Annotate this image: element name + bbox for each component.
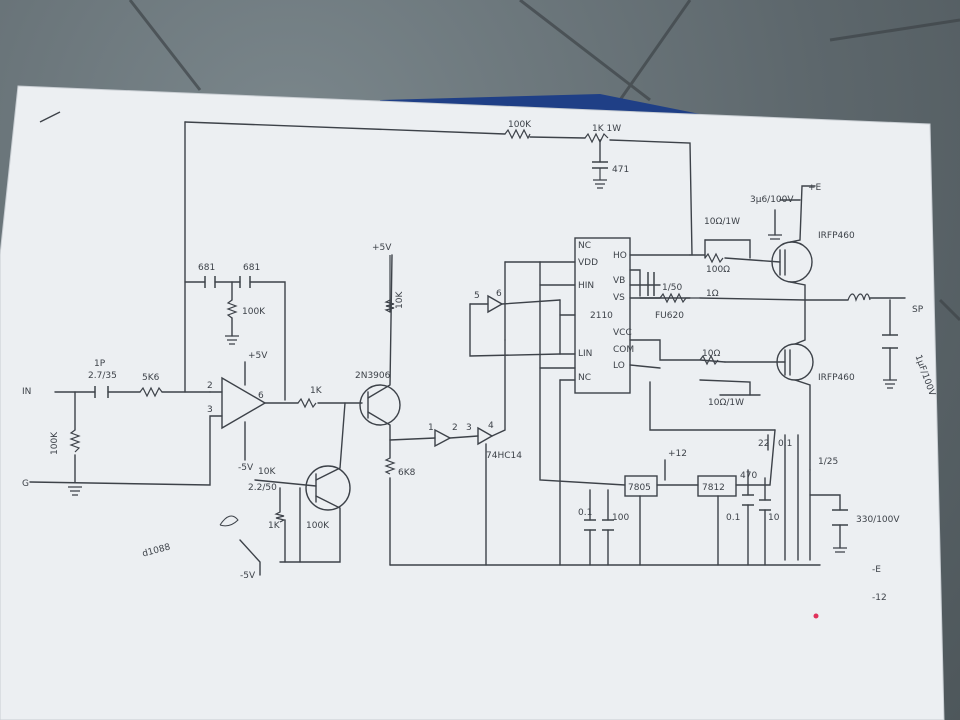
- label-buf3: 3: [466, 423, 472, 433]
- ic-pin-lin: LIN: [578, 349, 592, 359]
- label-buf1: 1: [428, 423, 434, 433]
- label-fuse: FU620: [655, 311, 684, 321]
- label-ic: 2110: [590, 311, 613, 321]
- paper-sheet: [0, 86, 944, 720]
- label-op-vp: +5V: [248, 351, 268, 361]
- ic-pin-vcc: VCC: [613, 328, 632, 338]
- ic-pin-nc: NC: [578, 241, 591, 251]
- label-mosfet-bot: IRFP460: [818, 373, 855, 383]
- label-cap-e: 3μ6/100V: [750, 195, 794, 205]
- resistors: [69, 128, 871, 523]
- label-buf4: 4: [488, 421, 494, 431]
- floor-grout: [128, 0, 960, 322]
- label-r-bot2: 1K: [268, 521, 281, 531]
- label-six: 6: [496, 289, 502, 299]
- label-gate-r-bot2: 10Ω/1W: [708, 398, 744, 408]
- label-gnd: G: [22, 479, 29, 489]
- ic-pin-vs: VS: [613, 293, 625, 303]
- label-c-r5: 10: [768, 513, 780, 523]
- label-plus-e: +E: [808, 183, 822, 193]
- label-r-in-bias: 100K: [50, 431, 60, 455]
- label-five: 5: [474, 291, 480, 301]
- ic-pin-vdd: VDD: [578, 258, 598, 268]
- label-plus12: +12: [668, 449, 687, 459]
- label-r-top2: 1K 1W: [592, 124, 621, 134]
- label-q-top: 2N3906: [355, 371, 391, 381]
- label-gate-r-bot: 10Ω: [702, 349, 720, 359]
- label-r-fb: 100K: [242, 307, 266, 317]
- label-pin6: 6: [258, 391, 264, 401]
- ic-pin-vb: VB: [613, 276, 625, 286]
- ic-pin-lo: LO: [613, 361, 625, 371]
- label-c-fb1: 681: [198, 263, 215, 273]
- schematic-labels: 100K 1K 1W 471 681 681 100K IN G 1P 2.7/…: [22, 120, 937, 603]
- label-c-top: 471: [612, 165, 629, 175]
- label-vplus: +5V: [372, 243, 392, 253]
- label-c-r8: 1/25: [818, 457, 838, 467]
- label-c-in: 1P: [94, 359, 106, 369]
- label-r-base: 1K: [310, 386, 323, 396]
- label-in: IN: [22, 387, 31, 397]
- label-c-r3: 470: [740, 471, 757, 481]
- label-minus-12: -12: [872, 593, 887, 603]
- ic-pin-hin: HIN: [578, 281, 594, 291]
- ic-pin-ho: HO: [613, 251, 627, 261]
- ic-pin-com: COM: [613, 345, 634, 355]
- label-buf-ic: 74HC14: [486, 451, 522, 461]
- label-mosfet-top: IRFP460: [818, 231, 855, 241]
- label-c-r1: 0.1: [578, 508, 592, 518]
- label-c-bot: 2.2/50: [248, 483, 277, 493]
- label-r-pull: 10K: [395, 291, 405, 309]
- label-buf2: 2: [452, 423, 458, 433]
- label-c-boot: 1/50: [662, 283, 682, 293]
- ground-symbols: [68, 168, 897, 553]
- label-gate-r-top2: 100Ω: [706, 265, 730, 275]
- label-minus-e: -E: [872, 565, 881, 575]
- corner-mark: [39, 111, 61, 123]
- label-gate-r-top3: 1Ω: [706, 289, 719, 299]
- red-dot: [813, 613, 819, 619]
- label-c-r4: 0.1: [726, 513, 740, 523]
- label-c-big: 330/100V: [856, 515, 900, 525]
- label-op-vm: -5V: [238, 463, 254, 473]
- label-c-fb2: 681: [243, 263, 260, 273]
- scribble: [219, 515, 239, 527]
- label-gate-r-top: 10Ω/1W: [704, 217, 740, 227]
- label-vminus: -5V: [240, 571, 256, 581]
- label-r-top1: 100K: [508, 120, 532, 130]
- label-r-in: 5K6: [142, 373, 160, 383]
- label-r-6k8: 6K8: [398, 468, 416, 478]
- label-pin2: 2: [207, 381, 213, 391]
- label-c-r7: 0.1: [778, 439, 792, 449]
- label-r-bot3: 100K: [306, 521, 330, 531]
- label-reg1: 7805: [628, 483, 651, 493]
- label-c-r6: 22: [758, 439, 769, 449]
- label-reg2: 7812: [702, 483, 725, 493]
- label-pin3: 3: [207, 405, 213, 415]
- ic-pin-nc2: NC: [578, 373, 591, 383]
- label-c-r2: 100: [612, 513, 629, 523]
- label-sp: SP: [912, 305, 924, 315]
- label-c-bot-num: 10K: [258, 467, 276, 477]
- label-c-in-val: 2.7/35: [88, 371, 117, 381]
